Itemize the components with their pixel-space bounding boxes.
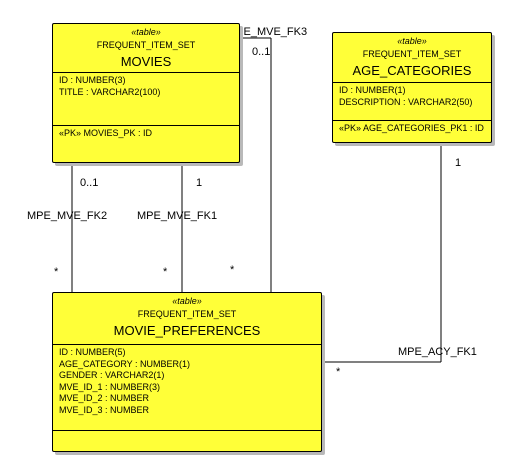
fk3-parent-multiplicity: 0..1 — [252, 46, 271, 58]
key-row: «PK» AGE_CATEGORIES_PK1 : ID — [339, 123, 484, 133]
age-categories-stereotype: «table» — [397, 36, 427, 46]
column-row: TITLE : VARCHAR2(100) — [59, 86, 161, 97]
column-row: MVE_ID_1 : NUMBER(3) — [59, 381, 161, 392]
age-categories-group: FREQUENT_ITEM_SET — [362, 49, 462, 59]
movies-group: FREQUENT_ITEM_SET — [96, 40, 196, 50]
table-movie-preferences[interactable]: «table» FREQUENT_ITEM_SET MOVIE_PREFEREN… — [52, 292, 322, 452]
key-row: «PK» MOVIES_PK : ID — [59, 128, 153, 138]
acy-child-multiplicity: * — [336, 366, 341, 378]
fk1-child-multiplicity: * — [163, 266, 168, 278]
age-categories-columns: ID : NUMBER(1) DESCRIPTION : VARCHAR2(50… — [333, 83, 491, 121]
movie-preferences-keys — [53, 431, 321, 435]
fk2-child-multiplicity: * — [54, 266, 59, 278]
movies-stereotype: «table» — [131, 27, 161, 37]
column-row: ID : NUMBER(1) — [339, 85, 406, 95]
acy-parent-multiplicity: 1 — [455, 157, 462, 169]
movie-preferences-group: FREQUENT_ITEM_SET — [137, 309, 237, 319]
fk1-name-label: MPE_MVE_FK1 — [137, 210, 218, 222]
movies-table-name: MOVIES — [120, 54, 172, 69]
fk3-name-label: MPE_MVE_FK3 — [227, 26, 308, 38]
column-row: MVE_ID_2 : NUMBER — [59, 393, 150, 403]
movie-preferences-stereotype: «table» — [172, 296, 202, 306]
table-age-categories[interactable]: «table» FREQUENT_ITEM_SET AGE_CATEGORIES… — [332, 32, 492, 143]
acy-name-label: MPE_ACY_FK1 — [398, 346, 477, 358]
column-row: MVE_ID_3 : NUMBER — [59, 404, 150, 415]
age-categories-table-name: AGE_CATEGORIES — [352, 63, 472, 78]
movie-preferences-header: «table» FREQUENT_ITEM_SET MOVIE_PREFEREN… — [53, 293, 321, 345]
movies-header: «table» FREQUENT_ITEM_SET MOVIES — [53, 24, 239, 73]
fk3-child-multiplicity: * — [230, 264, 235, 276]
movies-columns: ID : NUMBER(3) TITLE : VARCHAR2(100) — [53, 73, 239, 126]
fk2-parent-multiplicity: 0..1 — [80, 177, 99, 189]
table-movies[interactable]: «table» FREQUENT_ITEM_SET MOVIES ID : NU… — [52, 23, 240, 163]
column-row: ID : NUMBER(5) — [59, 347, 126, 357]
age-categories-keys: «PK» AGE_CATEGORIES_PK1 : ID — [333, 121, 491, 136]
fk2-name-label: MPE_MVE_FK2 — [27, 210, 108, 222]
fk1-parent-multiplicity: 1 — [196, 177, 203, 189]
column-row: ID : NUMBER(3) — [59, 75, 126, 85]
movie-preferences-columns: ID : NUMBER(5) AGE_CATEGORY : NUMBER(1) … — [53, 345, 321, 431]
column-row: AGE_CATEGORY : NUMBER(1) — [59, 358, 191, 369]
age-categories-header: «table» FREQUENT_ITEM_SET AGE_CATEGORIES — [333, 33, 491, 83]
column-row: DESCRIPTION : VARCHAR2(50) — [339, 96, 473, 107]
column-row: GENDER : VARCHAR2(1) — [59, 370, 165, 380]
movies-keys: «PK» MOVIES_PK : ID — [53, 126, 239, 141]
movie-preferences-table-name: MOVIE_PREFERENCES — [113, 323, 261, 338]
